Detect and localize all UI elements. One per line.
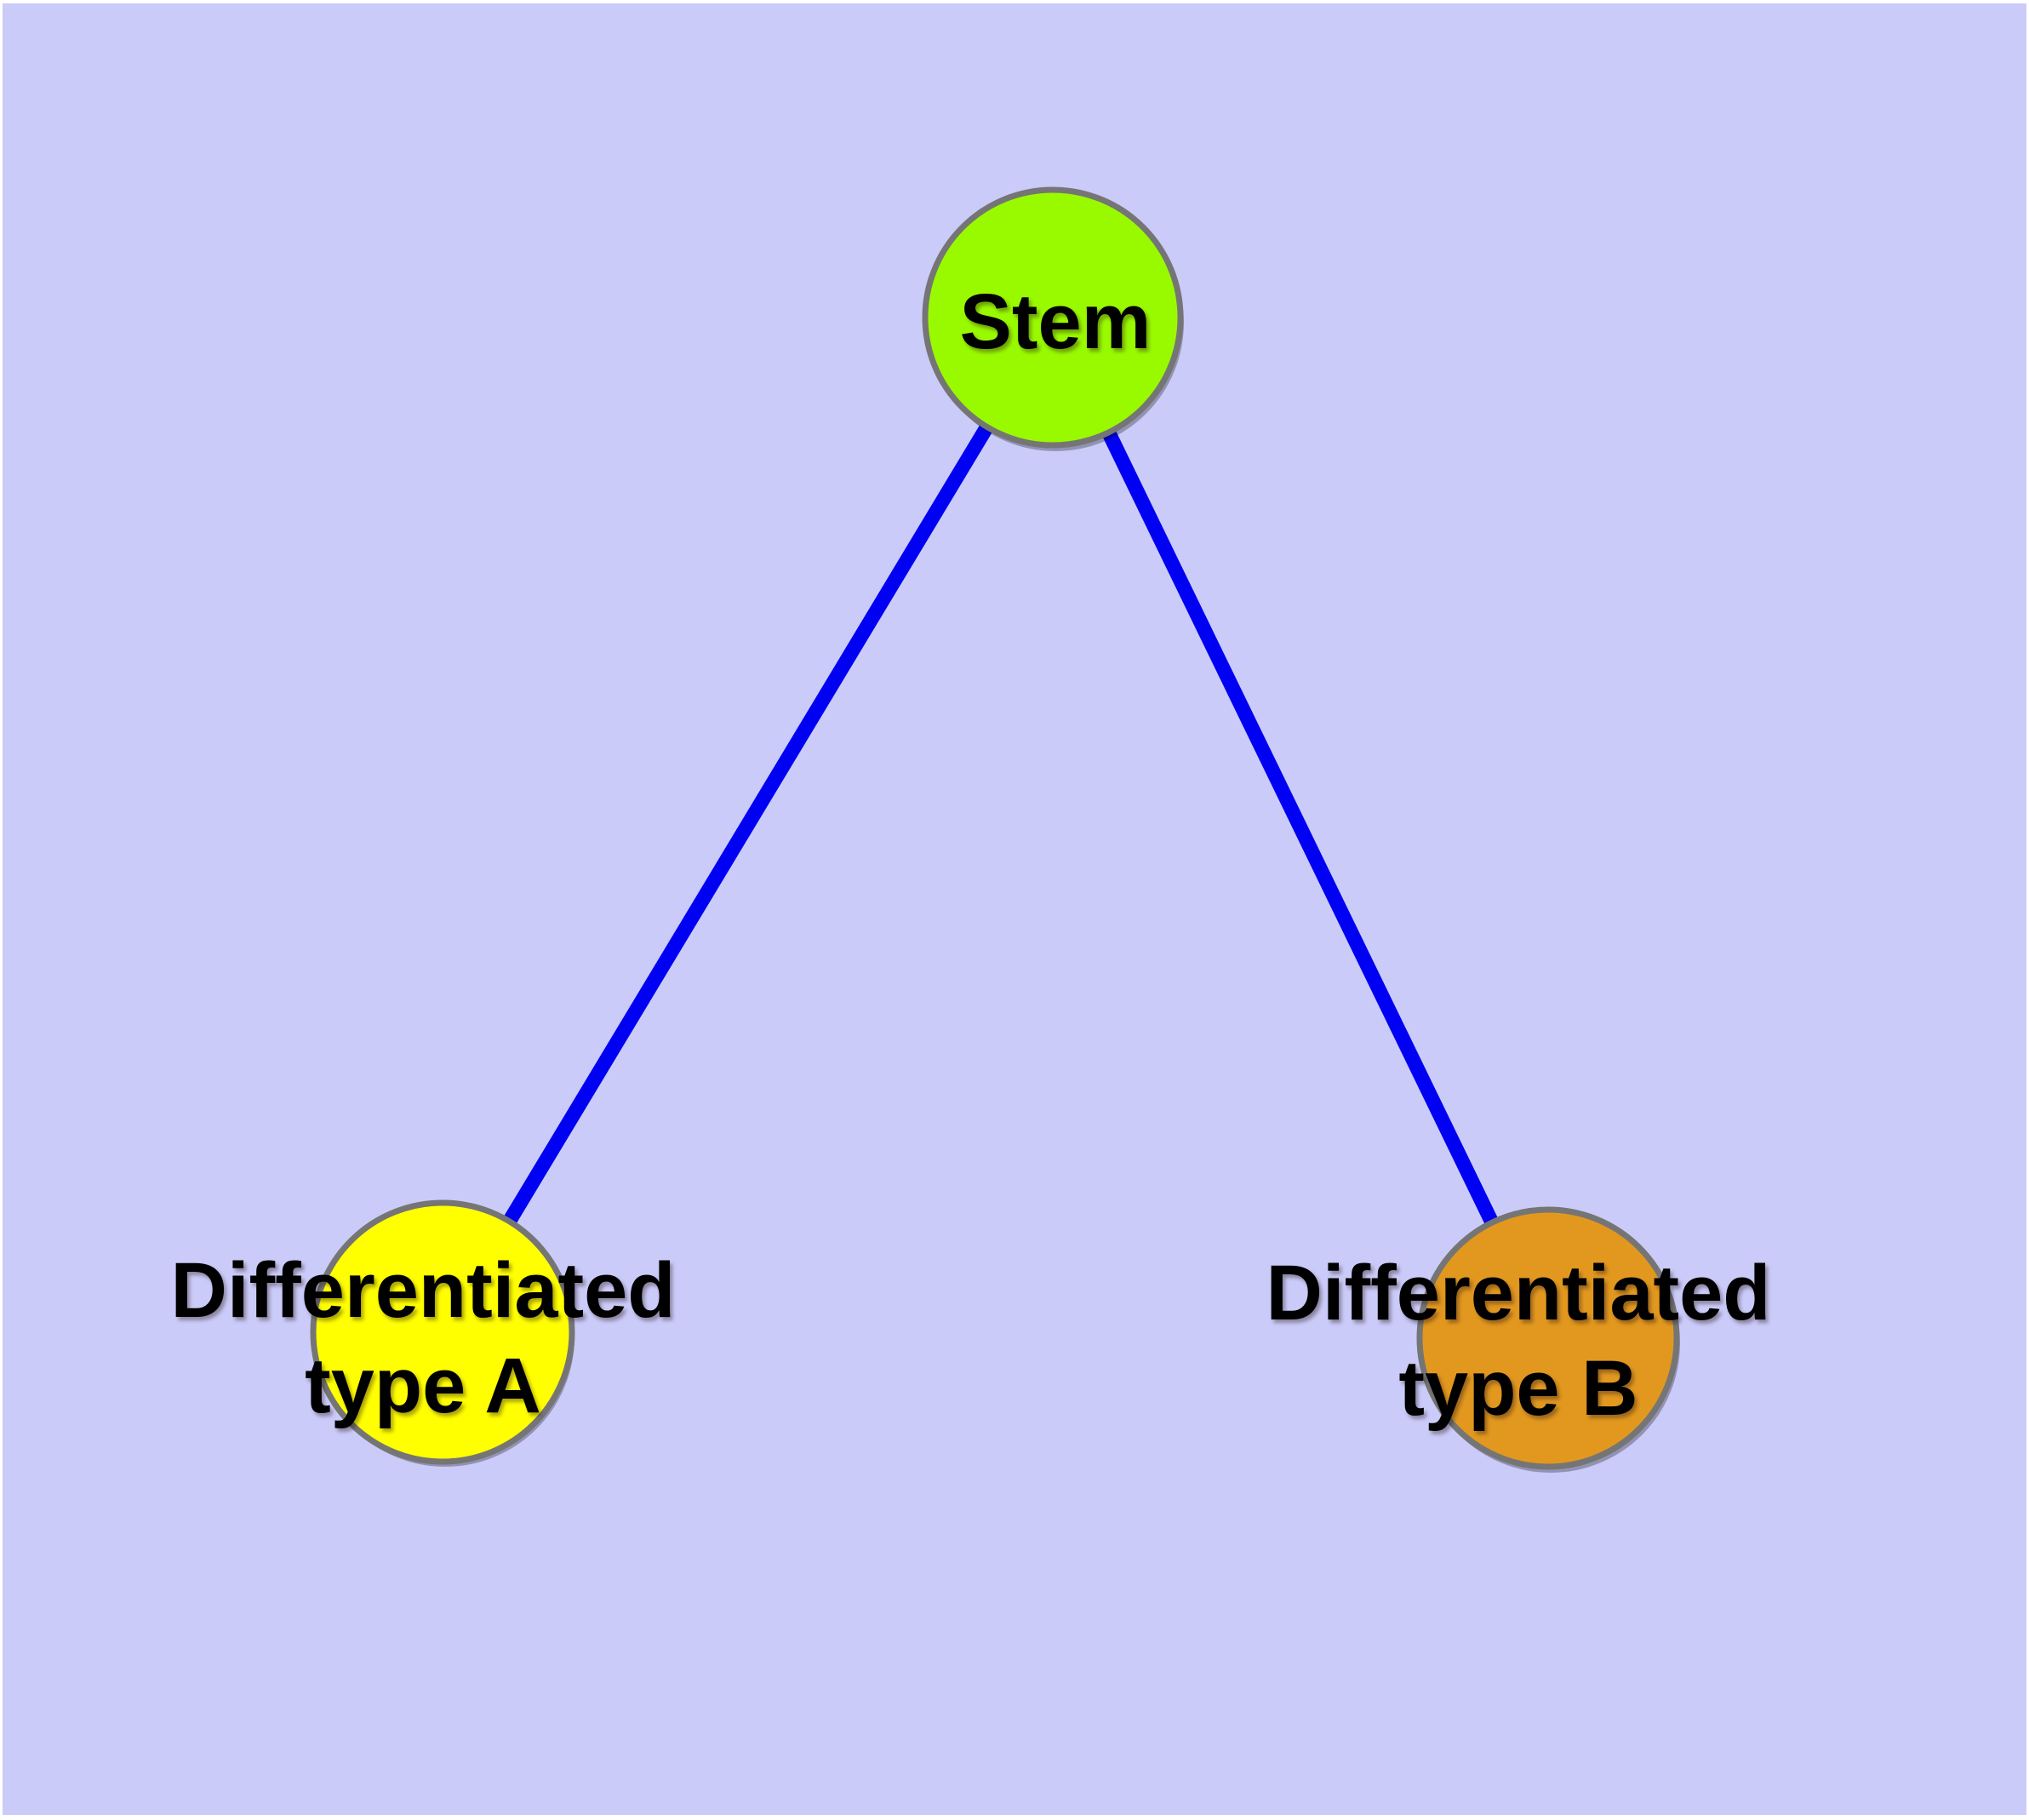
node-type-a-circle: [310, 1199, 575, 1465]
edge-stem-to-type-b: [1046, 314, 1555, 1342]
edge-stem-to-type-a: [436, 313, 1060, 1336]
node-stem-circle: [922, 186, 1184, 449]
node-type-b-circle: [1416, 1206, 1680, 1470]
